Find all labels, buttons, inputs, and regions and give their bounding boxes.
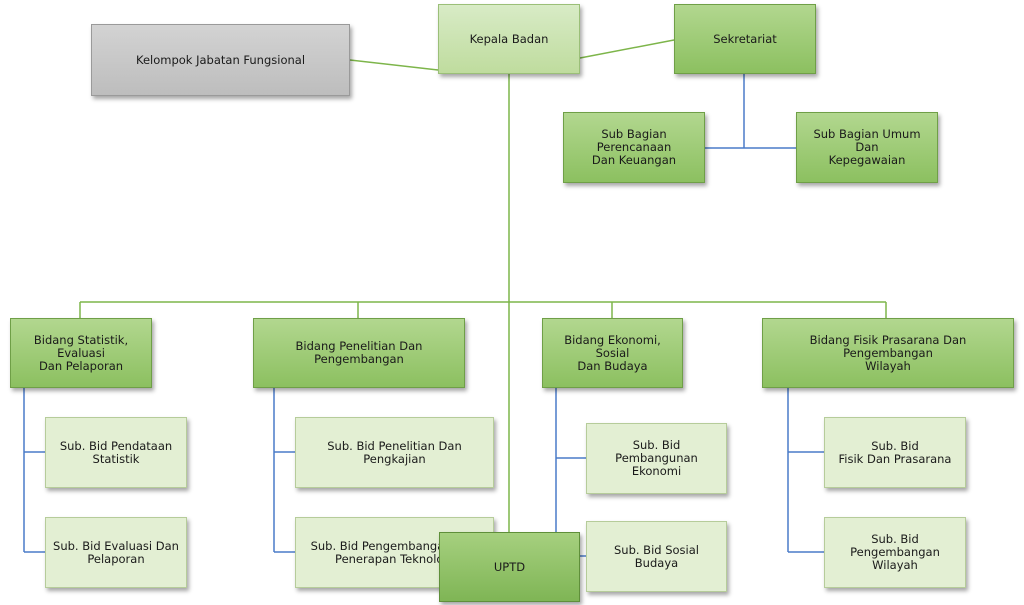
box-bidang-fisik: Bidang Fisik Prasarana Dan Pengembangan … [762, 318, 1014, 388]
box-sub-bagian-umum: Sub Bagian Umum Dan Kepegawaian [796, 112, 938, 183]
box-sub-bid-fisik-prasarana: Sub. Bid Fisik Dan Prasarana [824, 417, 966, 488]
box-kelompok-jabatan-fungsional: Kelompok Jabatan Fungsional [91, 24, 350, 96]
box-uptd: UPTD [439, 532, 580, 602]
box-kepala-badan: Kepala Badan [438, 4, 580, 74]
box-bidang-penelitian: Bidang Penelitian Dan Pengembangan [253, 318, 465, 388]
box-sub-bagian-perencanaan: Sub Bagian Perencanaan Dan Keuangan [563, 112, 705, 183]
box-sub-bid-penelitian-pengkajian: Sub. Bid Penelitian Dan Pengkajian [295, 417, 494, 488]
box-sub-bid-pengembangan-wilayah: Sub. Bid Pengembangan Wilayah [824, 517, 966, 588]
box-sub-bid-pendataan: Sub. Bid Pendataan Statistik [45, 417, 187, 488]
box-sekretariat: Sekretariat [674, 4, 816, 74]
box-bidang-ekonomi: Bidang Ekonomi, Sosial Dan Budaya [542, 318, 683, 388]
box-sub-bid-evaluasi: Sub. Bid Evaluasi Dan Pelaporan [45, 517, 187, 588]
box-sub-bid-pembangunan-ekonomi: Sub. Bid Pembangunan Ekonomi [586, 423, 727, 494]
box-bidang-statistik: Bidang Statistik, Evaluasi Dan Pelaporan [10, 318, 152, 388]
box-sub-bid-sosial-budaya: Sub. Bid Sosial Budaya [586, 521, 727, 592]
line-kepala-sekretariat [579, 39, 675, 59]
line-kelompok-kepala [349, 59, 439, 71]
